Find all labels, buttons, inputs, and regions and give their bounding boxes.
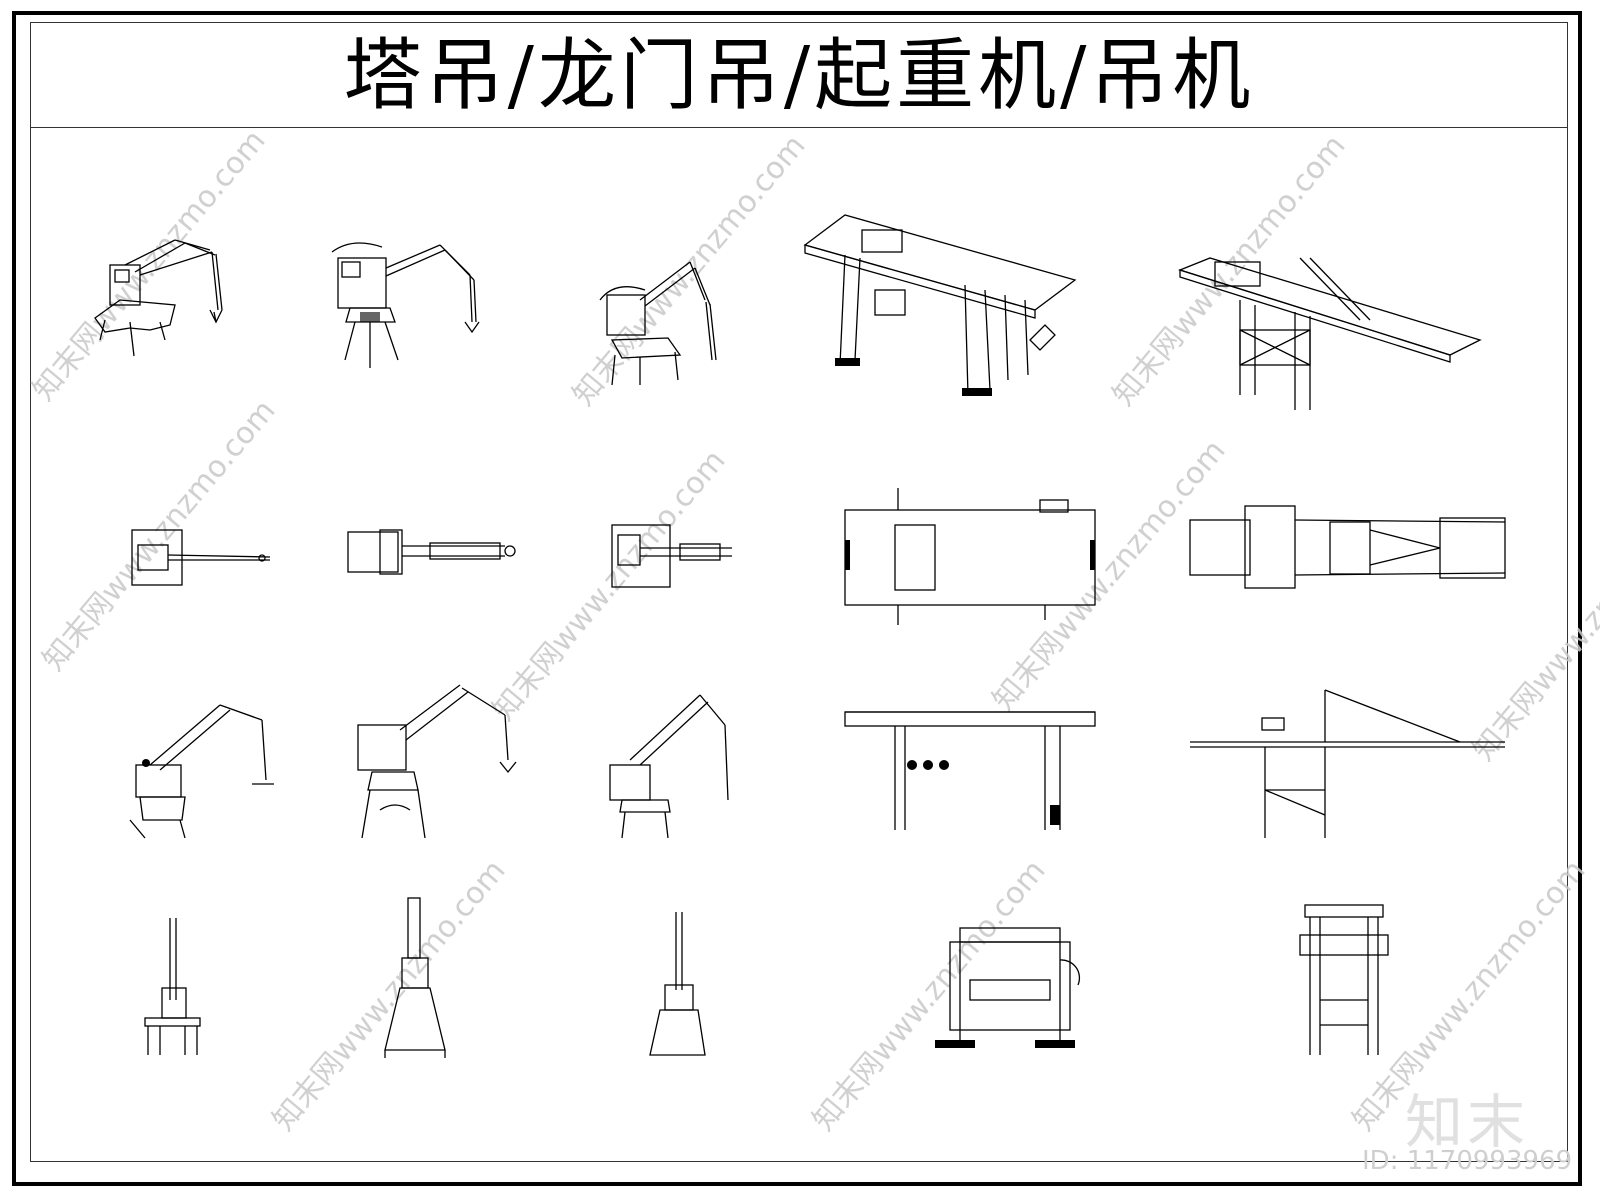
portal-crane-2-front — [384, 897, 446, 1058]
portal-crane-2-iso — [331, 242, 480, 368]
title-separator — [30, 127, 1568, 128]
gantry-crane-side — [844, 711, 1096, 830]
quay-crane-plan — [1189, 505, 1506, 589]
portal-crane-2-plan — [347, 529, 516, 575]
gantry-crane-front — [935, 927, 1081, 1048]
portal-crane-1-iso — [94, 239, 223, 357]
image-id: ID: 1170993969 — [1362, 1146, 1573, 1176]
portal-crane-3-front — [649, 912, 706, 1056]
quay-crane-front — [1299, 904, 1389, 1055]
portal-crane-3-iso — [599, 261, 717, 386]
gantry-crane-plan — [844, 488, 1096, 625]
drawing-frame-outer — [12, 11, 1582, 1186]
portal-crane-1-plan — [131, 529, 271, 586]
portal-crane-3-plan — [611, 524, 732, 588]
drawing-frame-inner — [30, 22, 1568, 1162]
page-title: 塔吊/龙门吊/起重机/吊机 — [343, 31, 1255, 121]
portal-crane-1-front — [144, 918, 201, 1055]
brand-logo: 知末 — [1405, 1088, 1530, 1156]
portal-crane-3-side — [609, 694, 729, 839]
quay-crane-side — [1190, 689, 1505, 838]
portal-crane-1-side — [129, 704, 274, 839]
portal-crane-2-side — [357, 684, 517, 839]
quay-crane-iso — [1178, 257, 1482, 410]
gantry-crane-iso — [803, 214, 1077, 396]
